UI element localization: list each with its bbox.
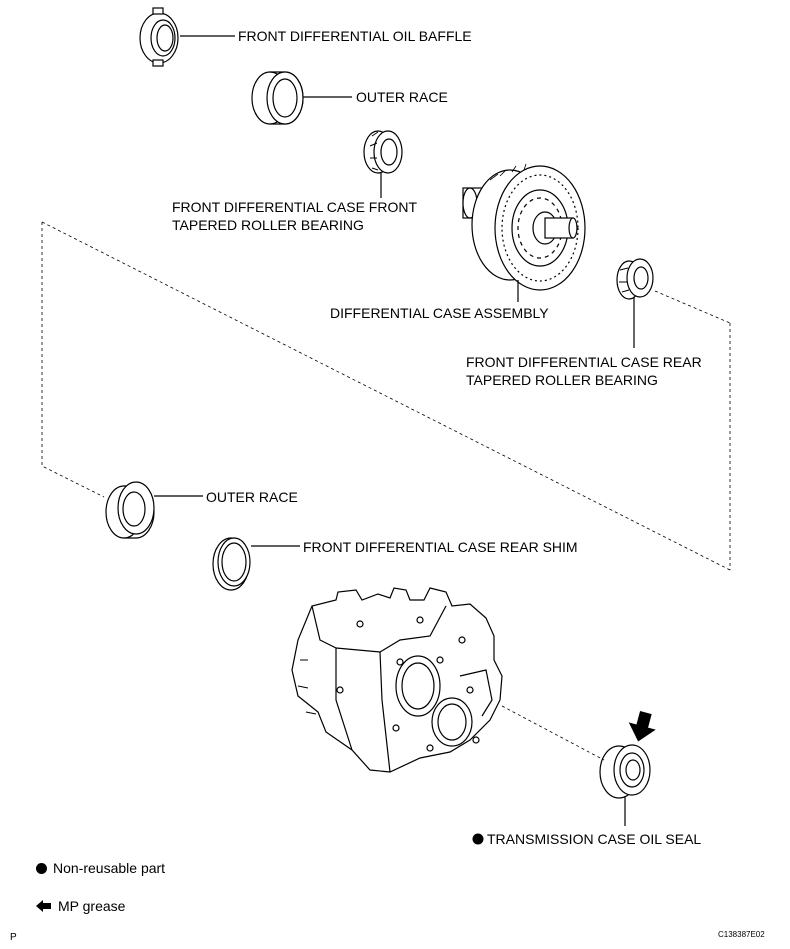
rear-shim-part	[212, 537, 300, 591]
label-rear-shim: FRONT DIFFERENTIAL CASE REAR SHIM	[303, 539, 578, 555]
filled-circle-icon	[36, 862, 47, 874]
mp-grease-arrow-icon	[628, 710, 656, 742]
figure-code: C138387E02	[718, 930, 765, 939]
assembly-guide-lines	[41, 221, 731, 761]
oil-baffle-part	[139, 7, 235, 67]
front-bearing-part	[363, 130, 403, 198]
outer-race-bottom-part	[105, 481, 203, 539]
legend-mp-grease-text: MP grease	[58, 898, 126, 914]
legend-non-reusable: Non-reusable part	[36, 860, 165, 876]
label-outer-race-top: OUTER RACE	[356, 89, 448, 105]
label-oil-seal: TRANSMISSION CASE OIL SEAL	[487, 831, 702, 847]
outer-race-top-part	[251, 71, 352, 125]
non-reusable-marker-icon	[472, 833, 484, 845]
differential-case-assembly-part	[462, 163, 586, 302]
oil-seal-part	[599, 744, 651, 826]
transmission-case-part	[291, 587, 503, 773]
label-outer-race-bottom: OUTER RACE	[206, 489, 298, 505]
label-oil-baffle: FRONT DIFFERENTIAL OIL BAFFLE	[238, 28, 472, 44]
footer-page-mark: P	[10, 932, 17, 943]
arrow-left-icon	[36, 900, 51, 912]
legend-mp-grease: MP grease	[36, 898, 125, 914]
legend-non-reusable-text: Non-reusable part	[53, 860, 166, 876]
label-rear-bearing-line1: FRONT DIFFERENTIAL CASE REAR	[466, 354, 702, 370]
label-rear-bearing-line2: TAPERED ROLLER BEARING	[466, 372, 658, 388]
label-front-bearing-line2: TAPERED ROLLER BEARING	[172, 217, 364, 233]
rear-bearing-part	[616, 258, 654, 348]
label-case-assembly: DIFFERENTIAL CASE ASSEMBLY	[330, 305, 549, 321]
label-front-bearing-line1: FRONT DIFFERENTIAL CASE FRONT	[172, 199, 418, 215]
